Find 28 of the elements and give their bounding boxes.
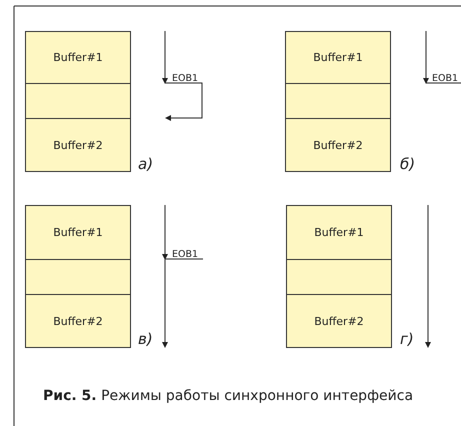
buffer-cell	[25, 205, 131, 260]
buffer-name: Buffer#2	[53, 314, 103, 328]
buffer-cell	[285, 118, 391, 172]
buffer-name: Buffer#2	[53, 138, 103, 152]
buffer-cell	[286, 205, 392, 260]
buffer-name: Buffer#1	[53, 51, 103, 64]
buffer-name: Buffer#2	[314, 314, 364, 328]
panel-letter: в)	[138, 330, 153, 348]
empty-cell	[25, 259, 131, 295]
buffer-name: Buffer#1	[53, 226, 103, 239]
signal-name: EOB1	[172, 73, 198, 84]
figure-caption: Рис. 5. Режимы работы синхронного интерфейса	[43, 388, 414, 404]
buffer-name: Buffer#2	[313, 138, 363, 152]
buffer-cell	[25, 31, 131, 84]
panel-letter: а)	[138, 155, 154, 173]
buffer-name: Buffer#1	[313, 51, 363, 64]
panel-letter: б)	[400, 155, 416, 173]
buffer-cell	[285, 31, 391, 84]
signal-name: EOB1	[172, 249, 198, 260]
buffer-cell	[286, 294, 392, 348]
empty-cell	[286, 259, 392, 295]
panel-letter: г)	[400, 330, 414, 348]
buffer-cell	[25, 118, 131, 172]
signal-name: EOB1	[432, 73, 458, 84]
buffer-cell	[25, 294, 131, 348]
empty-cell	[285, 83, 391, 119]
buffer-name: Buffer#1	[314, 226, 364, 239]
empty-cell	[25, 83, 131, 119]
